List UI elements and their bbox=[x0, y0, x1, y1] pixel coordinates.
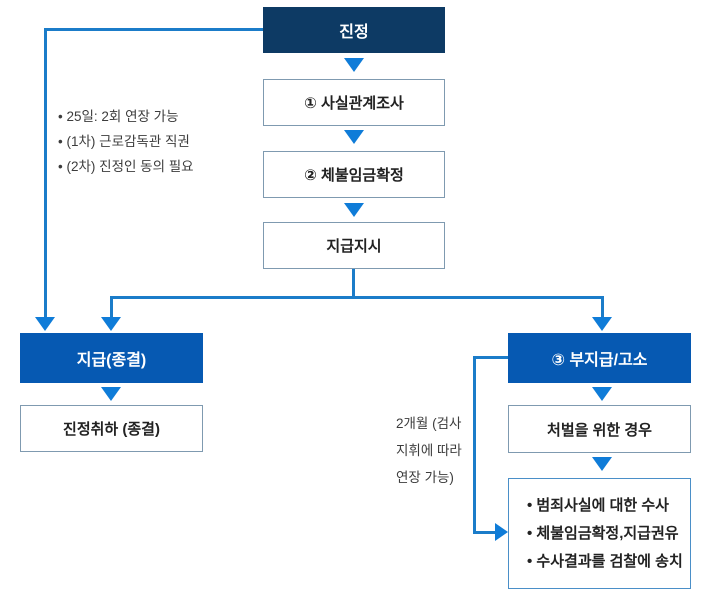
flow-step-pay-order-box: 지급지시 bbox=[263, 222, 445, 269]
arrow-down-icon bbox=[344, 203, 364, 217]
note-line: • 25일: 2회 연장 가능 bbox=[58, 109, 179, 124]
note-line: 2개월 (검사 bbox=[396, 416, 462, 431]
connector-branch-split bbox=[110, 296, 604, 299]
action-item: • 범죄사실에 대한 수사 bbox=[527, 496, 669, 514]
two-month-deadline-note: 2개월 (검사 지휘에 따라 연장 가능) bbox=[396, 410, 462, 491]
arrow-down-icon bbox=[344, 58, 364, 72]
branch-investigation-actions-box: • 범죄사실에 대한 수사 • 체불임금확정,지급권유 • 수사결과를 검찰에 … bbox=[508, 478, 691, 589]
arrow-down-icon bbox=[35, 317, 55, 331]
note-line: 지휘에 따라 bbox=[396, 443, 462, 458]
extension-rules-note: • 25일: 2회 연장 가능 • (1차) 근로감독관 직권 • (2차) 진… bbox=[58, 104, 194, 179]
connector-loop-into-actions bbox=[473, 531, 497, 534]
note-line: • (2차) 진정인 동의 필요 bbox=[58, 159, 194, 174]
action-item: • 수사결과를 검찰에 송치 bbox=[527, 552, 683, 570]
arrow-right-icon bbox=[495, 523, 508, 541]
connector-loop-vertical bbox=[473, 356, 476, 534]
branch-paid-header-box: 지급(종결) bbox=[20, 333, 203, 383]
arrow-down-icon bbox=[101, 317, 121, 331]
flow-step-wage-confirm-box: ② 체불임금확정 bbox=[263, 151, 445, 198]
flow-start-box: 진정 bbox=[263, 7, 445, 53]
branch-punishment-case-box: 처벌을 위한 경우 bbox=[508, 405, 691, 453]
note-line: • (1차) 근로감독관 직권 bbox=[58, 134, 190, 149]
connector-start-to-pay-horizontal bbox=[44, 28, 263, 31]
branch-paid-outcome-box: 진정취하 (종결) bbox=[20, 405, 203, 452]
arrow-down-icon bbox=[592, 457, 612, 471]
arrow-down-icon bbox=[592, 317, 612, 331]
connector-start-to-pay-vertical bbox=[44, 28, 47, 318]
flow-step-fact-check-box: ① 사실관계조사 bbox=[263, 79, 445, 126]
note-line: 연장 가능) bbox=[396, 470, 454, 485]
connector-branch-right-drop bbox=[601, 296, 604, 318]
connector-loop-out bbox=[473, 356, 509, 359]
arrow-down-icon bbox=[101, 387, 121, 401]
connector-branch-left-drop bbox=[110, 296, 113, 318]
connector-payorder-down bbox=[352, 269, 355, 297]
arrow-down-icon bbox=[344, 130, 364, 144]
branch-nonpayment-header-box: ③ 부지급/고소 bbox=[508, 333, 691, 383]
action-item: • 체불임금확정,지급권유 bbox=[527, 524, 679, 542]
arrow-down-icon bbox=[592, 387, 612, 401]
